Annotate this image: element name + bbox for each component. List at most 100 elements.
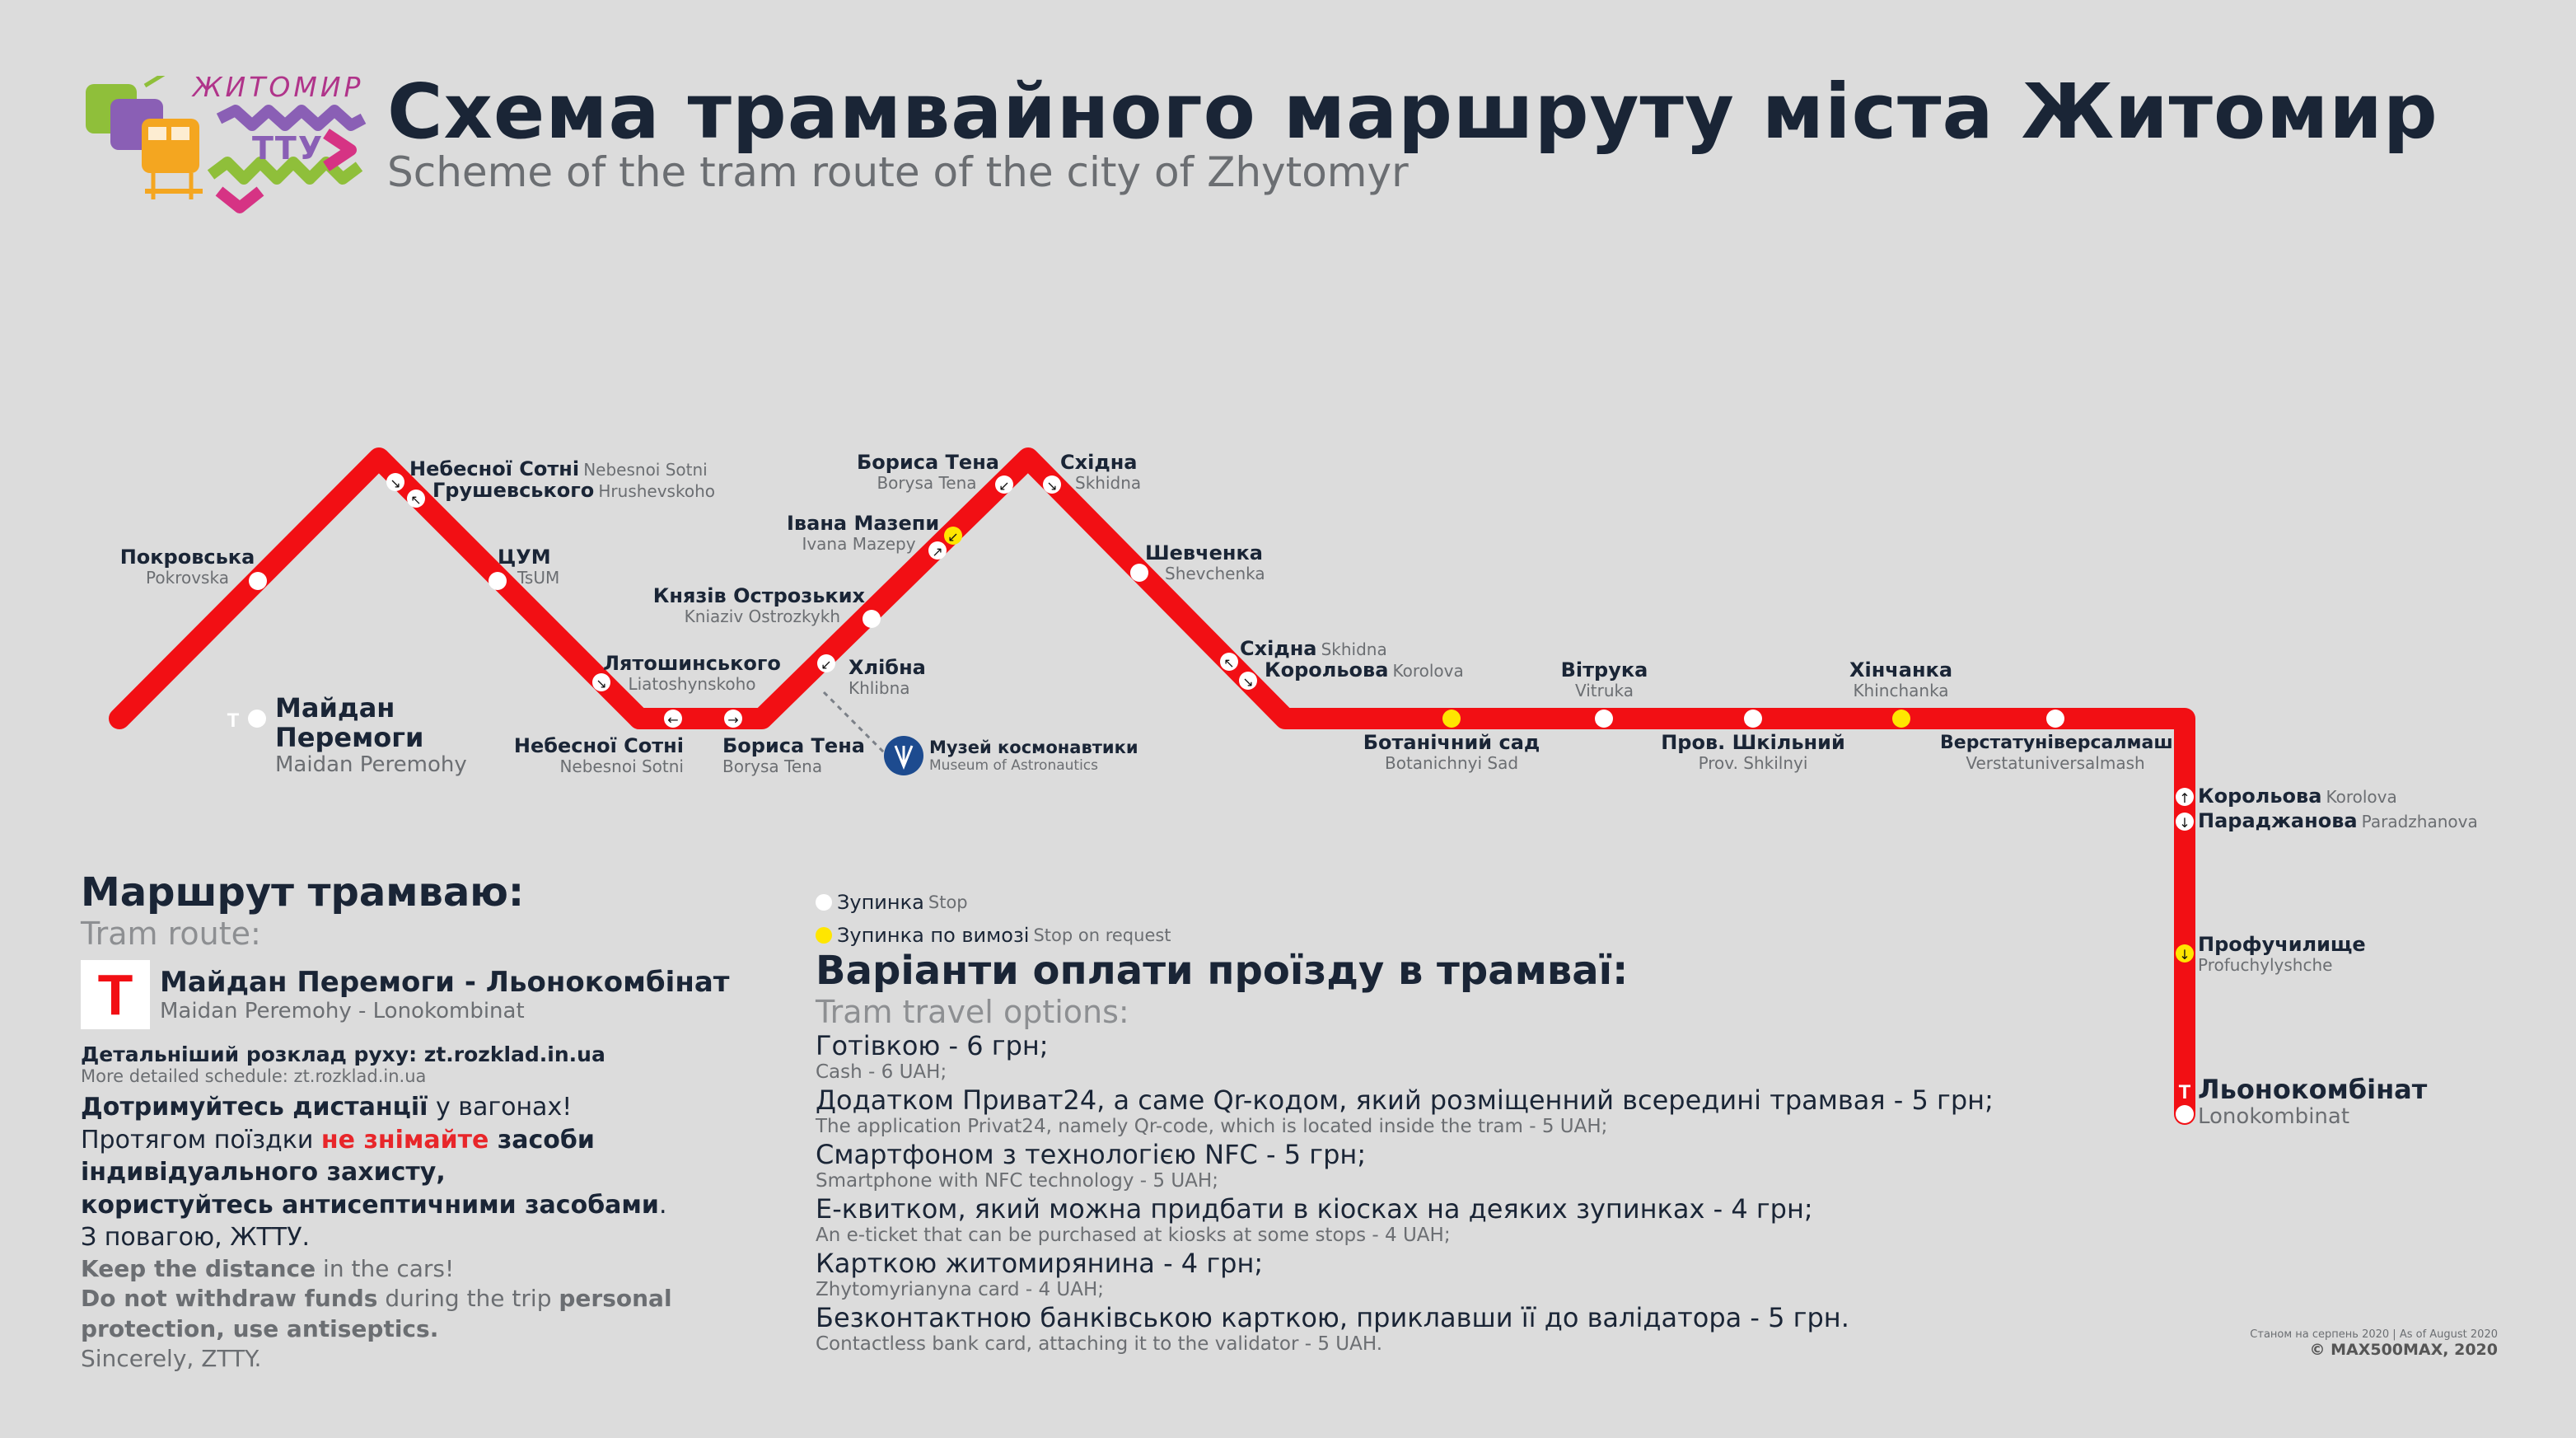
stop-liatoshynskoho: ↘	[592, 673, 610, 691]
stop-borysa2: ↙	[995, 475, 1013, 494]
stop-vitruka	[1595, 710, 1613, 728]
page-title: Схема трамвайного маршруту міста Житомир	[387, 68, 2438, 156]
route-row: T Майдан Перемоги - Льонокомбінат Maidan…	[81, 960, 789, 1029]
payment-item: Готівкою - 6 грн;Cash - 6 UAH;	[816, 1030, 1049, 1084]
ttu-logo-icon	[86, 65, 367, 213]
stop-skhidna1: ↘	[1043, 475, 1061, 494]
payment-item: Додатком Приват24, а саме Qr-кодом, який…	[816, 1084, 1994, 1138]
stop-nebesnoi2: ←	[664, 710, 682, 728]
label-khlibna: Хлібна Khlibna	[849, 656, 926, 698]
terminus-maidan-icon: T	[227, 710, 240, 732]
logo	[79, 65, 376, 216]
stop-botanichnyi	[1442, 710, 1461, 728]
stop-borysa1: →	[724, 710, 742, 728]
label-ivana: Івана Мазепи Ivana Mazepy	[787, 512, 940, 554]
payment-item: Е-квитком, який можна придбати в кіосках…	[816, 1192, 1813, 1247]
svg-text:↙: ↙	[947, 529, 958, 545]
legend-request: Зупинка по вимозі Stop on request	[816, 920, 1171, 950]
stop-shevchenka	[1130, 564, 1148, 582]
svg-text:↙: ↙	[820, 657, 831, 672]
label-kniaziv: Князів Острозьких Kniaziv Ostrozkykh	[652, 584, 865, 626]
stop-pokrovska	[249, 572, 267, 590]
legend: Зупинка Stop Зупинка по вимозі Stop on r…	[816, 888, 1171, 950]
label-verstat: Верстатуніверсалмаш Verstatuniversalmash	[1940, 733, 2173, 773]
label-lonokomb: Льонокомбінат Lonokombinat	[2198, 1074, 2428, 1129]
footer-copy: © MAX500MAX, 2020	[2309, 1341, 2498, 1359]
svg-text:↓: ↓	[2179, 947, 2190, 963]
route-section: Маршрут трамваю: Tram route: T Майдан Пе…	[81, 869, 789, 1375]
stop-skhidna2: ↖	[1220, 653, 1238, 671]
label-paradzhanova: Параджанова Paradzhanova	[2198, 809, 2478, 832]
route-name: Майдан Перемоги - Льонокомбінат	[160, 966, 730, 999]
label-hrushevskoho: Грушевського Hrushevskoho	[432, 479, 715, 502]
payment-item: Безконтактною банківською карткою, прикл…	[816, 1301, 1849, 1356]
stop-ivana: ↙	[944, 527, 962, 545]
svg-text:↑: ↑	[2179, 790, 2190, 806]
stop-ivana-2: ↗	[928, 541, 947, 560]
label-shkilnyi: Пров. Шкільний Prov. Shkilnyi	[1661, 731, 1845, 773]
label-profuch: Профучилище Profuchylyshche	[2198, 933, 2366, 975]
label-skhidna1: Східна Skhidna	[1060, 451, 1142, 493]
payment-item: Смартфоном з технологією NFC - 5 грн;Sma…	[816, 1138, 1367, 1192]
terminus-lonokomb-icon: T	[2179, 1081, 2191, 1103]
label-botanichnyi: Ботанічний сад Botanichnyi Sad	[1363, 731, 1540, 773]
label-maidan: Майдан Перемоги Maidan Peremohy	[275, 692, 467, 777]
svg-text:→: →	[727, 712, 738, 728]
label-vitruka: Вітрука Vitruka	[1560, 658, 1648, 700]
page-subtitle: Scheme of the tram route of the city of …	[387, 148, 1409, 196]
stop-hrushevskoho: ↖	[407, 489, 425, 508]
stop-dot-icon	[816, 894, 832, 911]
footer: Станом на серпень 2020 | As of August 20…	[2250, 1328, 2498, 1359]
svg-text:↓: ↓	[2179, 815, 2190, 831]
label-shevchenka: Шевченка Shevchenka	[1145, 541, 1265, 583]
label-korolova2: Корольова Korolova	[2198, 785, 2397, 808]
stop-lonokomb	[2176, 1105, 2194, 1123]
footer-asof: Станом на серпень 2020 | As of August 20…	[2250, 1328, 2498, 1341]
label-khinchanka: Хінчанка Khinchanka	[1849, 658, 1953, 700]
svg-text:↖: ↖	[1223, 655, 1234, 671]
stop-khinchanka	[1892, 710, 1910, 728]
stop-korolova1: ↘	[1239, 672, 1257, 690]
stop-maidan	[248, 710, 266, 728]
svg-text:↘: ↘	[1046, 478, 1057, 494]
stop-paradzhanova: ↓	[2176, 813, 2194, 831]
request-dot-icon	[816, 927, 832, 944]
safety-message: Дотримуйтесь дистанції у вагонах! Протяг…	[81, 1093, 667, 1253]
label-korolova1: Корольова Korolova	[1265, 658, 1464, 682]
logo-brand: ТТУ	[252, 130, 325, 166]
label-nebesnoi2: Небесної Сотні Nebesnoi Sotni	[513, 734, 684, 776]
payment-list: Готівкою - 6 грн;Cash - 6 UAH; Додатком …	[816, 1030, 2216, 1356]
payment-item: Карткою житомирянина - 4 грн;Zhytomyrian…	[816, 1247, 1264, 1301]
stop-nebesnoi1: ↘	[386, 473, 404, 491]
schedule-link[interactable]: Детальніший розклад руху: zt.rozklad.in.…	[81, 1042, 605, 1066]
stop-khlibna: ↙	[817, 654, 835, 672]
stop-korolova2: ↑	[2176, 788, 2194, 806]
label-skhidna2: Східна Skhidna	[1240, 637, 1387, 660]
payment-section: Варіанти оплати проїзду в трамваї: Tram …	[816, 948, 2216, 1356]
stop-verstat	[2046, 710, 2064, 728]
svg-text:↖: ↖	[410, 492, 421, 508]
schedule-link-en: More detailed schedule: zt.rozklad.in.ua	[81, 1066, 427, 1086]
label-pokrovska: Покровська Pokrovska	[119, 546, 255, 588]
label-tsum: ЦУМ TsUM	[498, 546, 560, 588]
safety-message-en: Keep the distance in the cars! Do not wi…	[81, 1254, 672, 1373]
svg-text:T: T	[2179, 1081, 2191, 1103]
label-museum: Музей космонавтики Museum of Astronautic…	[929, 738, 1138, 774]
route-name-en: Maidan Peremohy - Lonokombinat	[160, 999, 525, 1023]
stop-tsum	[489, 572, 507, 590]
label-borysa2: Бориса Тена Borysa Tena	[857, 451, 999, 493]
stop-shkilnyi	[1744, 710, 1762, 728]
label-liatoshynskoho: Лятошинського Liatoshynskoho	[603, 652, 781, 694]
logo-city: ЖИТОМИР	[193, 71, 364, 103]
stop-kniaziv	[863, 610, 881, 628]
svg-text:T: T	[227, 710, 240, 732]
svg-text:↘: ↘	[1242, 674, 1253, 690]
svg-text:↗: ↗	[932, 544, 942, 560]
route-heading-en: Tram route:	[81, 916, 261, 952]
payment-heading: Варіанти оплати проїзду в трамваї:	[816, 948, 1629, 994]
svg-text:↘: ↘	[596, 676, 606, 691]
museum-icon	[884, 736, 923, 775]
route-heading: Маршрут трамваю:	[81, 869, 525, 916]
svg-text:↙: ↙	[998, 478, 1009, 494]
